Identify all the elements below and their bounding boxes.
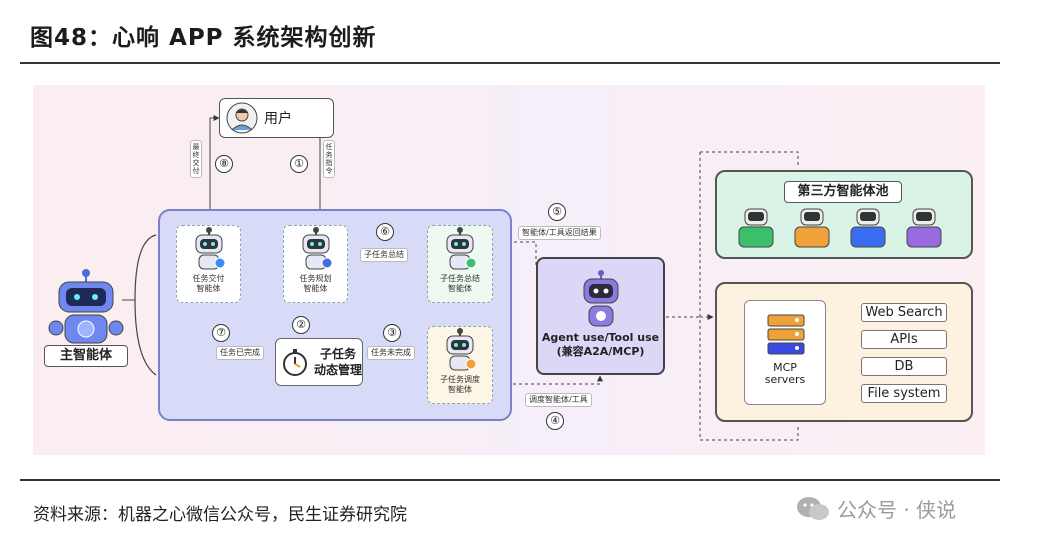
summary-agent-card: 子任务总结智能体 bbox=[427, 225, 493, 303]
planning-agent-label-1: 任务规划 bbox=[299, 274, 332, 283]
delivery-agent-card: 任务交付智能体 bbox=[176, 225, 241, 303]
robot-icon bbox=[906, 208, 942, 248]
tag-task-done: 任务已完成 bbox=[216, 346, 264, 360]
tool-agent-label-2: (兼容A2A/MCP) bbox=[556, 345, 645, 358]
robot-icon bbox=[794, 208, 830, 248]
tag-final-delivery: 最终交付 bbox=[190, 140, 202, 178]
dispatch-agent-card: 子任务调度智能体 bbox=[427, 326, 493, 404]
robot-icon bbox=[850, 208, 886, 248]
tag-dispatch-agent-tool: 调度智能体/工具 bbox=[525, 393, 592, 407]
resource-db: DB bbox=[861, 357, 947, 376]
stopwatch-icon bbox=[283, 349, 307, 376]
third-party-robots bbox=[738, 208, 942, 248]
planning-agent-card: 任务规划智能体 bbox=[283, 225, 348, 303]
mcp-servers-box bbox=[744, 300, 826, 405]
dispatch-agent-label-2: 智能体 bbox=[448, 385, 472, 394]
step-5: ⑤ bbox=[548, 203, 566, 221]
step-7: ⑦ bbox=[212, 324, 230, 342]
main-agent-label: 主智能体 bbox=[44, 345, 128, 367]
summary-agent-label-2: 智能体 bbox=[448, 284, 472, 293]
watermark: 公众号 · 侠说 bbox=[795, 494, 956, 523]
top-rule bbox=[20, 62, 1000, 64]
tag-task-not-done: 任务未完成 bbox=[367, 346, 415, 360]
wechat-icon bbox=[797, 496, 829, 520]
tool-agent-label-1: Agent use/Tool use bbox=[541, 331, 660, 344]
mcp-label-1: MCP bbox=[773, 361, 797, 374]
server-stack-icon bbox=[767, 314, 805, 355]
step-4: ④ bbox=[546, 412, 564, 430]
planning-agent-label-2: 智能体 bbox=[303, 284, 328, 293]
step-6: ⑥ bbox=[376, 223, 394, 241]
user-box: 用户 bbox=[219, 98, 334, 138]
pool-title: 第三方智能体池 bbox=[784, 181, 902, 203]
main-agent-robot-icon bbox=[48, 269, 124, 344]
resource-apis: APIs bbox=[861, 330, 947, 349]
tool-use-agent-box: Agent use/Tool use(兼容A2A/MCP) bbox=[536, 257, 665, 375]
delivery-agent-label-1: 任务交付 bbox=[192, 274, 225, 283]
robot-icon bbox=[738, 208, 774, 248]
resource-web-search: Web Search bbox=[861, 303, 947, 322]
step-2: ② bbox=[292, 316, 310, 334]
delivery-agent-label-2: 智能体 bbox=[196, 284, 221, 293]
mcp-label-2: servers bbox=[764, 373, 806, 386]
subtask-label-1: 子任务 bbox=[319, 347, 356, 361]
tag-agent-tool-result: 智能体/工具返回结果 bbox=[518, 226, 601, 240]
dispatch-agent-label-1: 子任务调度 bbox=[440, 375, 480, 384]
robot-icon bbox=[583, 270, 618, 327]
watermark-text: 公众号 · 侠说 bbox=[837, 498, 957, 522]
user-label: 用户 bbox=[264, 111, 292, 127]
tag-task-instruction: 任务指令 bbox=[323, 140, 335, 178]
bottom-rule bbox=[20, 479, 1000, 481]
robot-icon bbox=[446, 227, 477, 270]
step-3: ③ bbox=[383, 324, 401, 342]
subtask-label-2: 动态管理 bbox=[314, 363, 363, 377]
resource-file-system: File system bbox=[861, 384, 947, 403]
user-avatar-icon bbox=[226, 102, 258, 134]
subtask-manager-box: 子任务动态管理 bbox=[275, 338, 363, 386]
figure-title: 图48：心响 APP 系统架构创新 bbox=[30, 25, 377, 51]
summary-agent-label-1: 子任务总结 bbox=[440, 274, 480, 283]
tag-subtask-summary: 子任务总结 bbox=[360, 248, 408, 262]
source-note: 资料来源：机器之心微信公众号，民生证券研究院 bbox=[33, 505, 407, 525]
step-1: ① bbox=[290, 155, 308, 173]
robot-icon bbox=[446, 328, 477, 371]
robot-icon bbox=[302, 227, 332, 270]
step-8: ⑧ bbox=[215, 155, 233, 173]
robot-icon bbox=[195, 227, 225, 270]
